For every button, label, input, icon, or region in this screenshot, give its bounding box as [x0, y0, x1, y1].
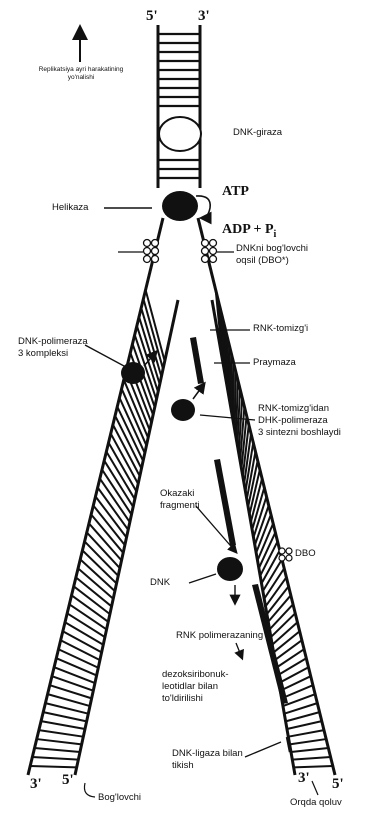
label-bottom-3prime-right: 3': [298, 770, 310, 786]
label-dnk: DNK: [150, 577, 170, 589]
label-lagging: Orqda qoluv: [290, 797, 342, 809]
binding-pointer: [84, 783, 95, 797]
label-bottom-5prime-right: 5': [332, 776, 344, 792]
top-base-pairs: [158, 34, 200, 178]
label-primase: Praymaza: [253, 357, 296, 369]
base-pair-rung: [58, 649, 98, 668]
base-pair-rung: [287, 721, 322, 729]
base-pair-rung: [294, 766, 333, 767]
base-pair-rung: [35, 748, 80, 752]
base-pair-rung: [288, 730, 324, 737]
label-gyrase: DNK-giraza: [233, 127, 282, 139]
label-binding: Bog'lovchi: [98, 792, 141, 804]
base-pair-rung: [54, 667, 95, 683]
label-rnk-polymerase: RNK polimerazaning: [176, 630, 263, 642]
polymerase3-pointer: [85, 345, 124, 366]
base-pair-rung: [93, 505, 125, 545]
label-adp: ADP + Pi: [222, 206, 276, 243]
lagging-polymerase-shape: [171, 399, 195, 421]
atp-arrow: [196, 196, 210, 218]
base-pair-rung: [56, 658, 96, 675]
base-pair-rung: [275, 640, 302, 660]
label-top-5prime: 5': [146, 8, 158, 24]
base-pair-rung: [286, 712, 320, 721]
base-pair-rung: [274, 631, 300, 652]
rna-primer-shape: [190, 337, 204, 384]
label-okazaki: Okazaki fragmenti: [160, 488, 200, 512]
base-pair-rung: [98, 488, 128, 530]
rnk-pointer: [236, 643, 242, 658]
label-adp-text: ADP + P: [222, 222, 274, 237]
label-bottom-3prime-left: 3': [30, 776, 42, 792]
dbo-left-cluster: [144, 240, 159, 263]
lagging-polymerase-arrow: [193, 384, 204, 399]
ligase-pointer: [245, 742, 281, 757]
base-pair-rung: [235, 371, 236, 431]
okazaki-fragment-shape: [214, 459, 236, 546]
base-pair-rung: [272, 622, 297, 644]
label-direction: Replikatsiya ayri harakatining yo'nalish…: [26, 66, 136, 82]
dnk-polymerase-shape: [217, 557, 243, 581]
base-pair-rung: [278, 658, 307, 675]
label-primer-synthesis: RNK-tomizg'idan DHK-polimeraza 3 sintezn…: [258, 403, 341, 439]
label-top-3prime: 3': [198, 8, 210, 24]
label-deoxy: dezoksiribonuk- leotidlar bilan to'ldiri…: [162, 669, 229, 705]
base-pair-rung: [37, 739, 82, 744]
base-pair-rung: [231, 353, 232, 415]
label-polymerase3: DNK-polimeraza 3 kompleksi: [18, 336, 88, 360]
base-pair-rung: [32, 757, 78, 760]
label-helicase: Helikaza: [52, 202, 88, 214]
label-bottom-5prime-left: 5': [62, 772, 74, 788]
base-pair-rung: [290, 739, 327, 744]
base-pair-rung: [91, 514, 123, 552]
base-pair-rung: [292, 757, 330, 760]
label-atp: ATP: [222, 184, 249, 200]
label-rna-primer: RNK-tomizg'i: [253, 323, 308, 335]
left-fork-arm: [28, 218, 178, 775]
label-adp-sub: i: [274, 229, 277, 240]
base-pair-rung: [63, 631, 102, 652]
label-dbo: DBO: [295, 548, 316, 560]
label-dbo-full: DNKni bog'lovchi oqsil (DBO*): [236, 243, 308, 267]
helicase-shape: [162, 191, 198, 221]
lagging-pointer: [312, 781, 318, 795]
base-pair-rung: [96, 497, 127, 538]
base-pair-rung: [276, 649, 304, 668]
dnk-pointer: [189, 574, 216, 583]
label-ligase: DNK-ligaza bilan tikish: [172, 748, 243, 772]
base-pair-rung: [39, 730, 83, 737]
dbo-right-cluster: [202, 240, 217, 263]
base-pair-rung: [41, 721, 85, 729]
base-pair-rung: [89, 523, 122, 560]
polymerase3-shape: [121, 362, 145, 384]
base-pair-rung: [30, 766, 76, 767]
base-pair-rung: [87, 532, 120, 568]
base-pair-rung: [43, 712, 86, 721]
base-pair-rung: [291, 748, 328, 752]
base-pair-rung: [279, 667, 309, 683]
base-pair-rung: [61, 640, 100, 660]
gyrase-shape: [159, 117, 201, 151]
